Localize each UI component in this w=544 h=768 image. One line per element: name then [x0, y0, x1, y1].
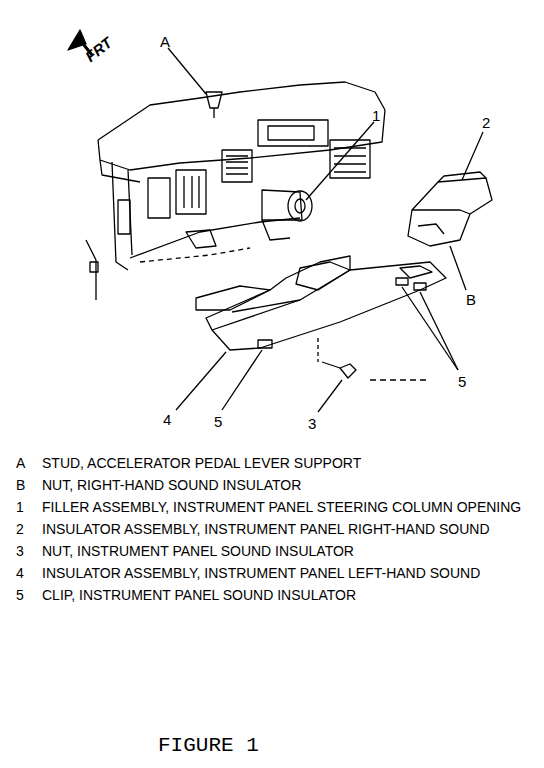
figure-caption: FIGURE 1	[158, 734, 259, 757]
key-letter: 1	[16, 496, 24, 518]
callout-number: 1	[372, 108, 380, 123]
key-letter: 3	[16, 540, 24, 562]
callout-number: 2	[482, 115, 490, 130]
key-letter: B	[16, 474, 25, 496]
key-description: NUT, INSTRUMENT PANEL SOUND INSULATOR	[42, 540, 530, 562]
key-description: INSULATOR ASSEMBLY, INSTRUMENT PANEL RIG…	[42, 518, 530, 540]
key-description: FILLER ASSEMBLY, INSTRUMENT PANEL STEERI…	[42, 496, 530, 518]
callout-number: B	[466, 292, 476, 307]
front-arrow-label: FRT	[82, 35, 114, 65]
key-description: NUT, RIGHT-HAND SOUND INSULATOR	[42, 474, 530, 496]
callout-number: 5	[458, 374, 466, 389]
key-letter: A	[16, 452, 25, 474]
callout-number: A	[160, 34, 170, 49]
key-letter: 5	[16, 584, 24, 606]
callout-number: 3	[308, 416, 316, 431]
key-description: STUD, ACCELERATOR PEDAL LEVER SUPPORT	[42, 452, 530, 474]
callout-number: 5	[214, 414, 222, 429]
key-letter: 2	[16, 518, 24, 540]
key-letter: 4	[16, 562, 24, 584]
key-description: CLIP, INSTRUMENT PANEL SOUND INSULATOR	[42, 584, 530, 606]
callout-number: 4	[163, 412, 171, 427]
key-description: INSULATOR ASSEMBLY, INSTRUMENT PANEL LEF…	[42, 562, 530, 584]
